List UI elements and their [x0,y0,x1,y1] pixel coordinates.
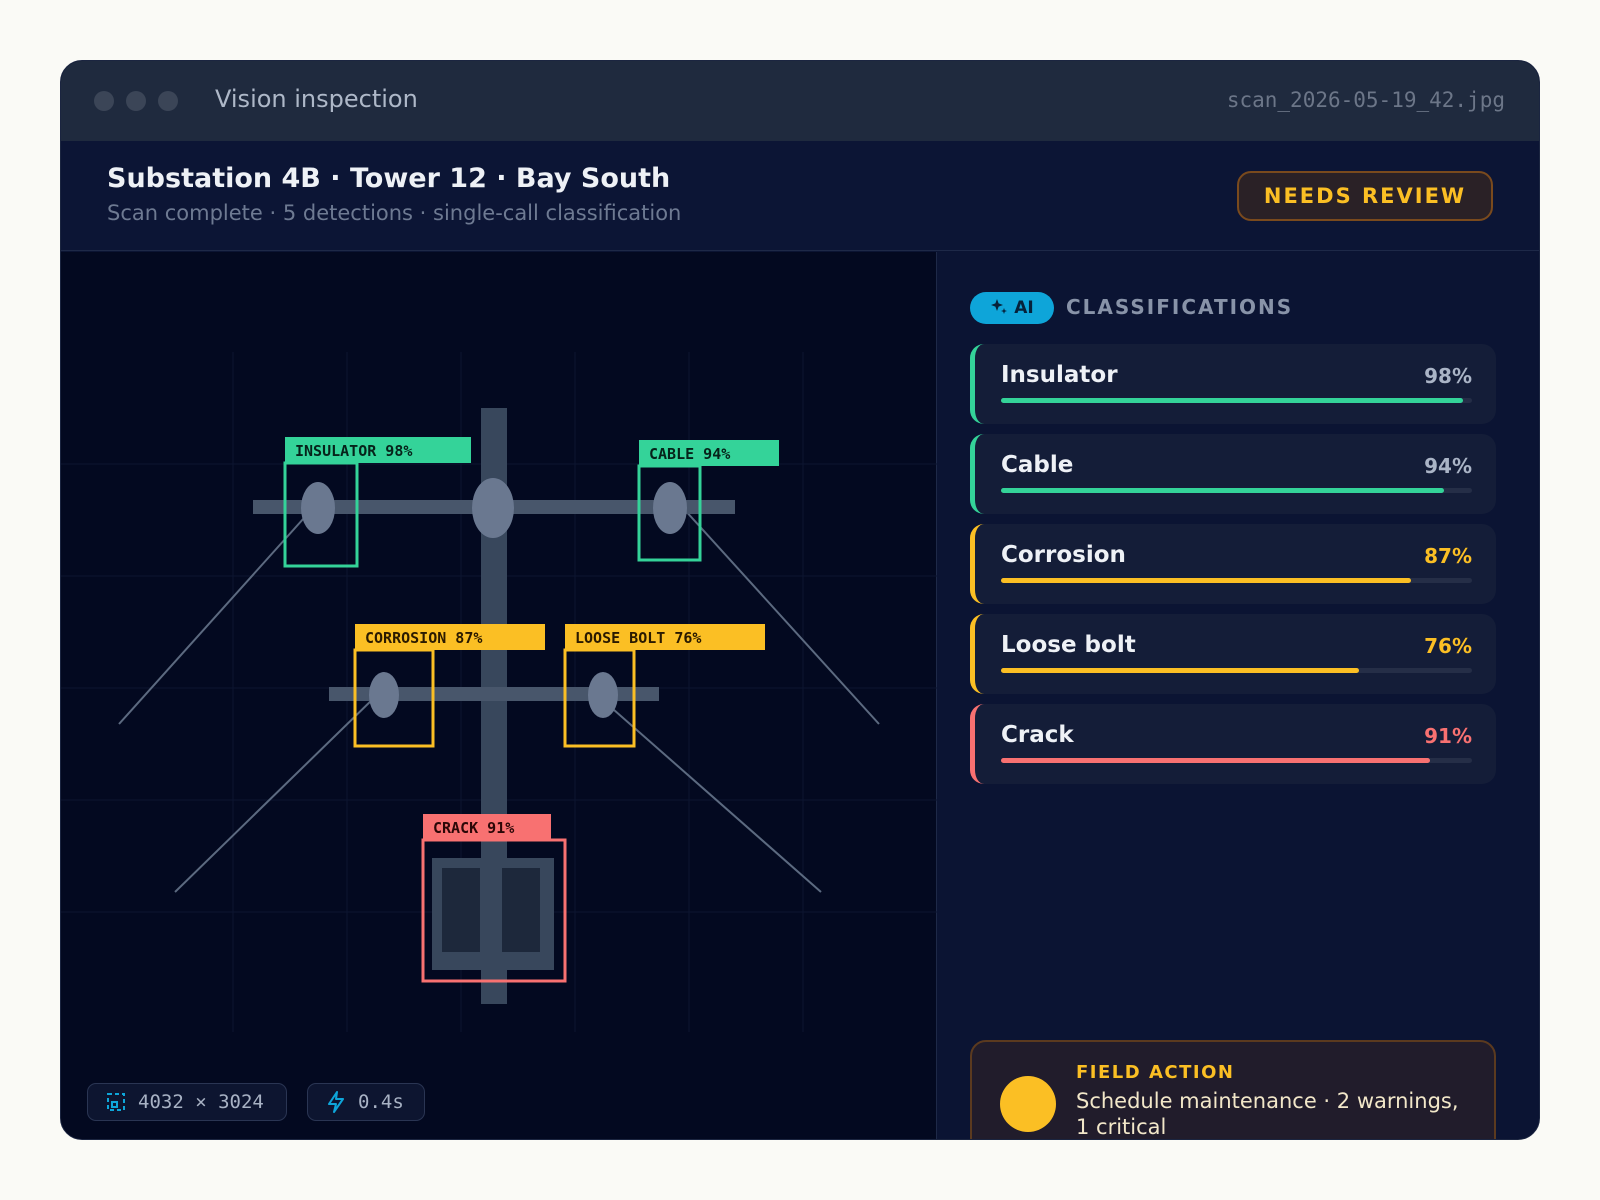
latency-value: 0.4s [358,1091,404,1113]
equipment-panel-right [502,868,540,952]
detection-tag [423,814,551,840]
field-action-card[interactable]: FIELD ACTION Schedule maintenance · 2 wa… [970,1040,1496,1139]
window-minimize-button[interactable] [126,91,146,111]
confidence-bar-fill [1001,758,1430,763]
equipment-panel-left [442,868,480,952]
image-viewer[interactable]: INSULATOR 98% CABLE 94% CORROSION 87% LO… [61,252,937,1139]
left-insulator [301,482,335,534]
field-action-label: FIELD ACTION [1076,1062,1235,1083]
page-header: Substation 4B · Tower 12 · Bay South Sca… [61,141,1539,251]
confidence-bar-fill [1001,398,1463,403]
detection-tag [639,440,779,466]
window-maximize-button[interactable] [158,91,178,111]
classification-card[interactable]: Crack 91% [970,704,1496,784]
detection-crack[interactable]: CRACK 91% [421,814,567,983]
detection-corrosion[interactable]: CORROSION 87% [353,624,545,748]
confidence-bar-fill [1001,668,1359,673]
classification-label: Cable [1001,452,1074,478]
detection-tag [565,624,765,650]
detection-loose-bolt[interactable]: LOOSE BOLT 76% [563,624,765,748]
detection-tag [285,437,471,463]
dimensions-icon [106,1092,126,1112]
classification-confidence: 98% [1424,364,1472,388]
lightning-icon [326,1091,346,1113]
ai-badge: AI [970,292,1054,324]
classification-confidence: 87% [1424,544,1472,568]
detection-cable[interactable]: CABLE 94% [637,440,779,562]
resolution-chip: 4032 × 3024 [87,1083,287,1121]
sparkle-icon [990,297,1008,320]
classification-confidence: 94% [1424,454,1472,478]
classification-confidence: 76% [1424,634,1472,658]
warning-indicator-icon [1000,1076,1056,1132]
app-window: Vision inspection scan_2026-05-19_42.jpg… [60,60,1540,1140]
lower-crossarm [329,687,659,701]
confidence-bar-fill [1001,488,1444,493]
window-close-button[interactable] [94,91,114,111]
field-action-text: Schedule maintenance · 2 warnings, 1 cri… [1076,1089,1459,1139]
classification-card[interactable]: Cable 94% [970,434,1496,514]
detection-label: CRACK 91% [433,819,514,837]
file-name: scan_2026-05-19_42.jpg [1226,88,1505,112]
classification-card[interactable]: Loose bolt 76% [970,614,1496,694]
lower-left-insulator [369,672,399,718]
classification-confidence: 91% [1424,724,1472,748]
inspection-image: INSULATOR 98% CABLE 94% CORROSION 87% LO… [61,352,937,1032]
classification-card[interactable]: Insulator 98% [970,344,1496,424]
status-badge[interactable]: NEEDS REVIEW [1237,171,1493,221]
section-title: CLASSIFICATIONS [1066,295,1294,319]
confidence-bar-track [1001,758,1472,763]
detection-label: INSULATOR 98% [295,442,412,460]
confidence-bar-fill [1001,578,1411,583]
confidence-bar-track [1001,668,1472,673]
detection-insulator[interactable]: INSULATOR 98% [283,437,471,568]
detection-tag [355,624,545,650]
window-title: Vision inspection [215,85,418,113]
detection-label: CORROSION 87% [365,629,482,647]
page-subtitle: Scan complete · 5 detections · single-ca… [107,201,682,225]
title-bar: Vision inspection scan_2026-05-19_42.jpg [61,61,1539,141]
detection-label: CABLE 94% [649,445,730,463]
classification-label: Insulator [1001,362,1118,388]
confidence-bar-track [1001,488,1472,493]
ai-badge-label: AI [1014,298,1034,318]
classification-label: Crack [1001,722,1074,748]
classification-label: Corrosion [1001,542,1126,568]
classification-card[interactable]: Corrosion 87% [970,524,1496,604]
guy-wires [118,507,880,893]
lower-right-insulator [588,672,618,718]
resolution-value: 4032 × 3024 [138,1091,264,1113]
detection-label: LOOSE BOLT 76% [575,629,701,647]
classification-label: Loose bolt [1001,632,1136,658]
confidence-bar-track [1001,578,1472,583]
center-insulator [472,478,514,538]
latency-chip: 0.4s [307,1083,425,1121]
right-insulator [653,482,687,534]
confidence-bar-track [1001,398,1472,403]
page-title: Substation 4B · Tower 12 · Bay South [107,163,671,194]
